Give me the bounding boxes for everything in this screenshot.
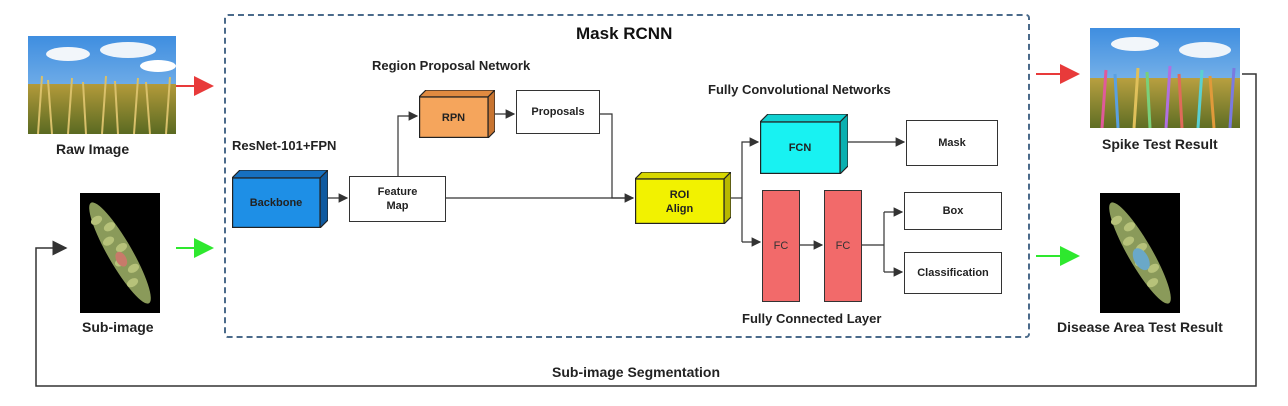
resnet-fpn-label: ResNet-101+FPN [232,138,337,153]
mask-box: Mask [906,120,998,166]
fc-layer-1-text: FC [773,240,789,252]
box-text: Box [942,205,964,217]
fc-layer-2-text: FC [835,240,851,252]
fully-convolutional-networks-label: Fully Convolutional Networks [708,82,891,97]
disease-area-test-result-label: Disease Area Test Result [1057,319,1223,335]
spike-test-result-image [1090,28,1240,128]
fc-layer-2: FC [824,190,862,302]
proposals-text: Proposals [531,106,585,118]
raw-image-label: Raw Image [56,141,130,157]
feature-map-line1: Feature [377,186,418,198]
backbone-block: Backbone [232,170,328,228]
roi-line1: ROI [669,188,690,201]
mask-rcnn-title: Mask RCNN [576,24,673,43]
roi-align-text: ROI Align [635,179,724,224]
feature-map-line2: Map [386,200,409,212]
sub-image [80,193,160,313]
fcn-text: FCN [788,142,812,154]
fully-connected-layer-label: Fully Connected Layer [742,311,882,326]
classification-text: Classification [917,267,989,279]
region-proposal-network-label: Region Proposal Network [372,58,531,73]
proposals-box: Proposals [516,90,600,134]
spike-test-result-label: Spike Test Result [1102,136,1218,152]
sub-image-segmentation-label: Sub-image Segmentation [552,364,721,380]
rpn-text: RPN [441,111,466,124]
mask-rcnn-container [224,14,1030,338]
roi-align-block: ROI Align [635,172,731,224]
disease-area-test-result-image [1100,193,1180,313]
classification-output: Classification [904,252,1002,294]
fc-layer-1: FC [762,190,800,302]
feature-map-box: Feature Map [349,176,446,222]
mask-text: Mask [938,137,966,149]
raw-image [28,36,176,134]
box-output: Box [904,192,1002,230]
rpn-block: RPN [419,90,495,138]
roi-line2: Align [665,202,694,215]
sub-image-label: Sub-image [82,319,154,335]
backbone-text: Backbone [249,197,303,209]
fcn-block: FCN [760,114,848,174]
